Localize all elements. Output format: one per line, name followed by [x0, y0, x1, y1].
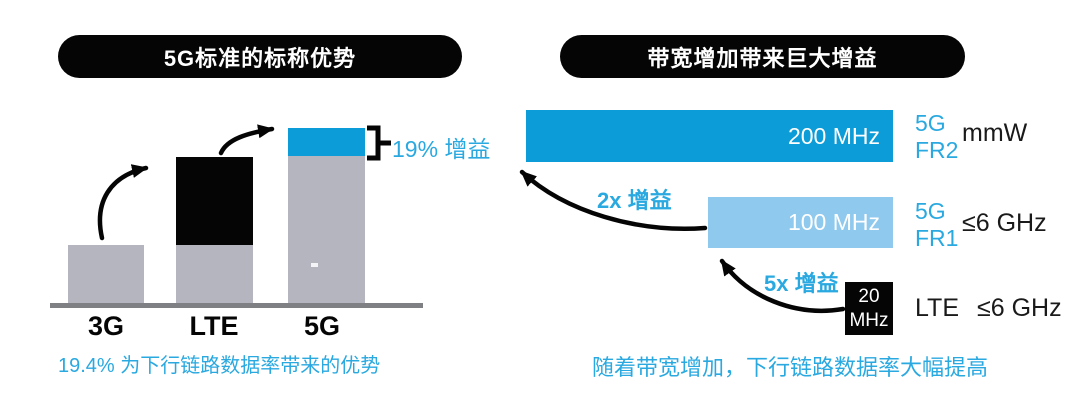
tag-5g-fr1-line2: FR1: [915, 225, 959, 251]
bandwidth-bar-100mhz: 100 MHz: [708, 197, 893, 248]
gain-bracket-icon: [367, 125, 391, 161]
tag-lte-row: LTE ≤6 GHz: [915, 294, 1062, 323]
gain-5x-label: 5x 增益: [764, 271, 839, 296]
axis-label-5g: 5G: [303, 311, 341, 341]
bar-5g-base-segment: [288, 156, 365, 303]
left-panel-caption: 19.4% 为下行链路数据率带来的优势: [58, 355, 381, 377]
tag-5g-fr2-line1: 5G: [915, 110, 946, 136]
axis-label-lte: LTE: [189, 311, 239, 341]
right-panel-title: 带宽增加带来巨大增益: [647, 45, 878, 71]
tag-5g-fr1-line1: 5G: [915, 198, 946, 224]
left-panel-title: 5G标准的标称优势: [163, 45, 357, 71]
left-panel-title-pill: 5G标准的标称优势: [58, 35, 462, 78]
bandwidth-box-20mhz: 20 MHz: [845, 282, 893, 335]
gain-2x-label: 2x 增益: [597, 188, 672, 213]
bandwidth-box-20mhz-value: 20: [858, 285, 880, 307]
bar-3g: [68, 245, 144, 303]
bar-5g-gain-segment: [288, 128, 365, 156]
arrow-lte-to-5g: [218, 124, 275, 156]
right-panel-caption: 随着带宽增加，下行链路数据率大幅提高: [592, 355, 989, 380]
tag-5g-fr1: 5G FR1: [915, 198, 958, 252]
tag-5g-fr2-line2: FR2: [915, 137, 959, 163]
band-label-sub6-fr1: ≤6 GHz: [962, 209, 1047, 237]
band-label-mmw: mmW: [962, 119, 1028, 147]
x-axis-baseline: [50, 303, 423, 308]
tag-lte: LTE: [915, 294, 959, 322]
bandwidth-bar-200mhz-label: 200 MHz: [787, 122, 880, 149]
arrow-3g-to-lte: [97, 164, 149, 241]
gain-19-label: 19% 增益: [392, 136, 491, 162]
white-dash-mark: [311, 263, 318, 267]
axis-label-3g: 3G: [87, 311, 125, 341]
tag-5g-fr2: 5G FR2: [915, 110, 958, 164]
bandwidth-bar-200mhz: 200 MHz: [526, 110, 893, 162]
band-label-sub6-lte: ≤6 GHz: [977, 294, 1062, 322]
bandwidth-box-20mhz-unit: MHz: [849, 309, 889, 331]
bar-lte-base-segment: [176, 245, 253, 303]
bar-lte-top-segment: [176, 157, 253, 245]
right-panel-title-pill: 带宽增加带来巨大增益: [560, 35, 965, 78]
bandwidth-bar-100mhz-label: 100 MHz: [787, 209, 880, 235]
